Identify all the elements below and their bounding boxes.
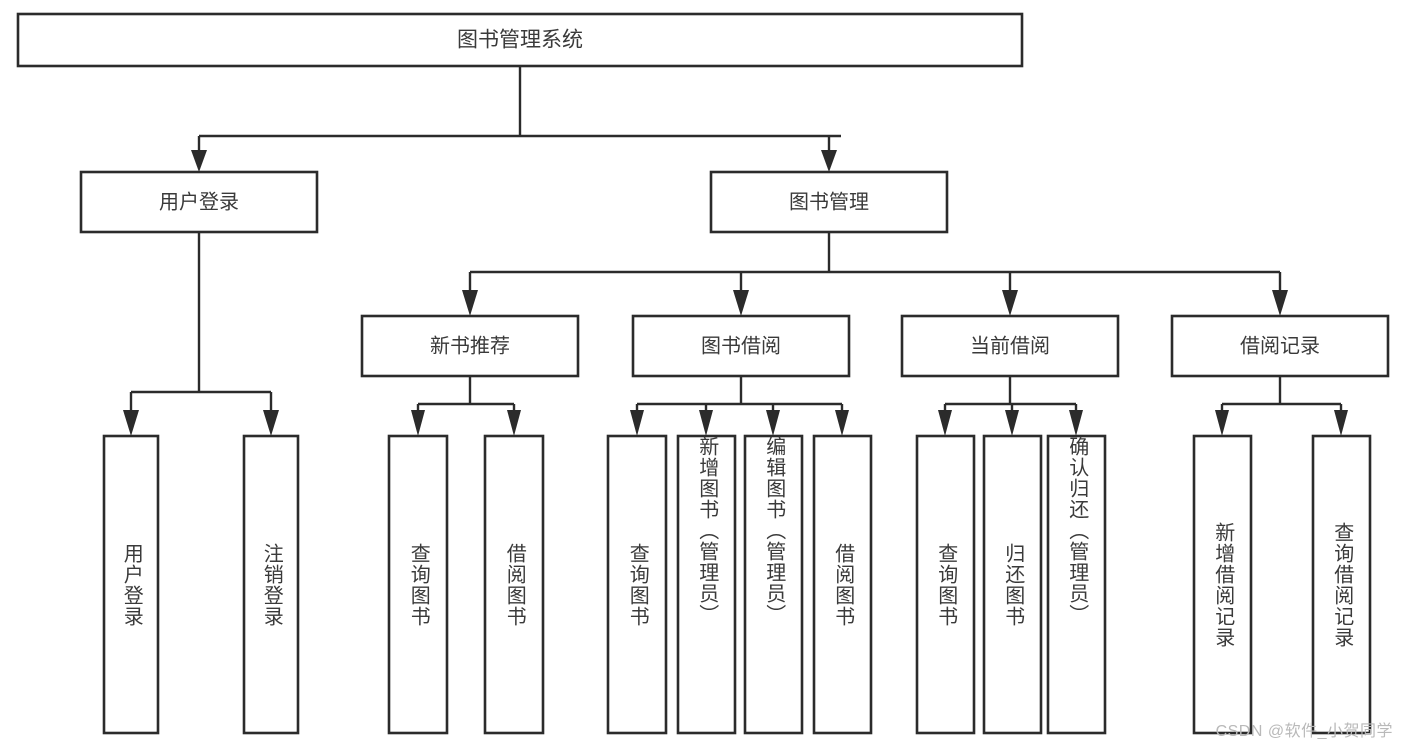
arrow-root-to-user-login [191, 150, 207, 172]
leaf-book-borrow-4[interactable] [812, 434, 873, 735]
arrow-bookmgmt-to-new-book [462, 290, 478, 316]
node-book-management[interactable]: 图书管理 [709, 170, 949, 234]
leaf-user-login-2[interactable] [242, 434, 300, 735]
arrow-bookborrow-leaf-3 [766, 410, 780, 436]
leaf-new-book-2-box[interactable] [483, 434, 545, 735]
node-borrow-record-box[interactable] [1170, 314, 1390, 378]
arrow-currentborrow-leaf-1 [938, 410, 952, 436]
leaf-current-borrow-2-box[interactable] [982, 434, 1043, 735]
connector-layer [123, 66, 1348, 436]
leaf-borrow-record-1[interactable] [1192, 434, 1253, 735]
arrow-userlogin-leaf-1 [123, 410, 139, 436]
leaf-user-login-2-box[interactable] [242, 434, 300, 735]
arrow-bookborrow-leaf-1 [630, 410, 644, 436]
leaf-book-borrow-1[interactable] [606, 434, 668, 735]
leaf-user-login-1-box[interactable] [102, 434, 160, 735]
arrow-root-to-book-mgmt [821, 150, 837, 172]
leaf-book-borrow-2[interactable] [676, 434, 737, 735]
node-user-login-box[interactable] [79, 170, 319, 234]
leaf-current-borrow-2[interactable] [982, 434, 1043, 735]
arrow-bookmgmt-to-current-borrow [1002, 290, 1018, 316]
node-new-book-recommend[interactable]: 新书推荐 [360, 314, 580, 378]
node-book-borrow[interactable]: 图书借阅 [631, 314, 851, 378]
node-root-label: 图书管理系统 [457, 29, 583, 52]
leaf-borrow-record-2-box[interactable] [1311, 434, 1372, 735]
arrow-borrowrecord-leaf-2 [1334, 410, 1348, 436]
node-book-management-box[interactable] [709, 170, 949, 234]
arrow-newbook-leaf-1 [411, 410, 425, 436]
node-root-box[interactable] [16, 12, 1024, 68]
leaf-current-borrow-1[interactable] [915, 434, 976, 735]
leaf-book-borrow-3-box[interactable] [743, 434, 804, 735]
leaf-new-book-1-box[interactable] [387, 434, 449, 735]
arrow-newbook-leaf-2 [507, 410, 521, 436]
leaf-current-borrow-3-box[interactable] [1046, 434, 1107, 735]
arrow-bookmgmt-to-book-borrow [733, 290, 749, 316]
leaf-user-login-1[interactable] [102, 434, 160, 735]
node-borrow-record[interactable]: 借阅记录 [1170, 314, 1390, 378]
leaf-book-borrow-3[interactable] [743, 434, 804, 735]
leaf-new-book-1[interactable] [387, 434, 449, 735]
node-book-management-label: 图书管理 [789, 190, 869, 213]
node-book-borrow-label: 图书借阅 [701, 334, 781, 357]
arrow-bookborrow-leaf-2 [699, 410, 713, 436]
arrow-currentborrow-leaf-3 [1069, 410, 1083, 436]
leaf-borrow-record-2[interactable] [1311, 434, 1372, 735]
node-user-login-label: 用户登录 [159, 190, 239, 213]
node-current-borrow-label: 当前借阅 [970, 334, 1050, 357]
node-user-login[interactable]: 用户登录 [79, 170, 319, 234]
leaf-new-book-2[interactable] [483, 434, 545, 735]
node-current-borrow[interactable]: 当前借阅 [900, 314, 1120, 378]
node-borrow-record-label: 借阅记录 [1240, 334, 1320, 357]
leaf-current-borrow-3[interactable] [1046, 434, 1107, 735]
arrow-userlogin-leaf-2 [263, 410, 279, 436]
leaf-book-borrow-2-box[interactable] [676, 434, 737, 735]
node-root[interactable]: 图书管理系统 [16, 12, 1024, 68]
node-new-book-recommend-label: 新书推荐 [430, 334, 510, 357]
csdn-watermark: CSDN @软件_小贺同学 [1215, 723, 1393, 740]
node-book-borrow-box[interactable] [631, 314, 851, 378]
leaf-book-borrow-1-box[interactable] [606, 434, 668, 735]
arrow-bookborrow-leaf-4 [835, 410, 849, 436]
arrow-borrowrecord-leaf-1 [1215, 410, 1229, 436]
arrow-bookmgmt-to-borrow-record [1272, 290, 1288, 316]
node-new-book-recommend-box[interactable] [360, 314, 580, 378]
leaf-book-borrow-4-box[interactable] [812, 434, 873, 735]
node-current-borrow-box[interactable] [900, 314, 1120, 378]
leaf-borrow-record-1-box[interactable] [1192, 434, 1253, 735]
leaf-current-borrow-1-box[interactable] [915, 434, 976, 735]
arrow-currentborrow-leaf-2 [1005, 410, 1019, 436]
